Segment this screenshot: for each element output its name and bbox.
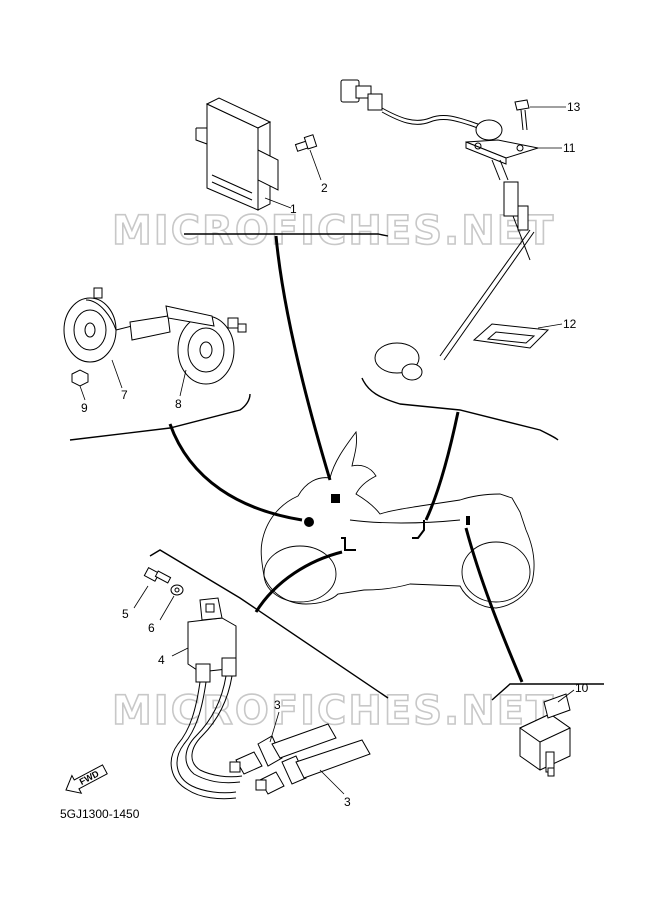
callout-11: 11 [563, 141, 576, 155]
watermark-upper: MICROFICHES.NET [112, 208, 555, 254]
plug-cap-part-3-lower[interactable] [255, 739, 371, 795]
horn-part-7[interactable] [63, 287, 171, 363]
relay-link-line [464, 527, 524, 683]
ecu-link-line [274, 235, 332, 481]
screw-part-2[interactable] [294, 134, 318, 152]
relay-part-10[interactable] [519, 693, 571, 777]
horn-group: 9 7 8 [63, 287, 251, 441]
callout-3-lower: 3 [344, 795, 351, 809]
bolt-part-13[interactable] [514, 99, 530, 131]
fuel-sender-connector[interactable] [340, 79, 479, 129]
callout-7: 7 [121, 388, 128, 402]
watermark-lower: MICROFICHES.NET [112, 688, 555, 734]
horn-link-line [168, 423, 303, 522]
callout-8: 8 [175, 397, 182, 411]
ignition-coil-part-4[interactable] [170, 597, 243, 800]
ignition-coil-location-marker [341, 537, 356, 551]
callout-12: 12 [563, 317, 577, 331]
motorcycle-silhouette [260, 430, 535, 609]
callout-3-upper: 3 [274, 698, 281, 712]
callout-13: 13 [567, 100, 581, 114]
fuel-sender-link-line [424, 411, 460, 521]
plug-cap-part-3-upper[interactable] [229, 723, 337, 775]
ignition-coil-link-line [254, 550, 343, 613]
callout-9: 9 [81, 401, 88, 415]
callout-10: 10 [575, 681, 589, 695]
relay-group: 10 [491, 681, 604, 777]
fuel-sender-part-11[interactable] [374, 119, 539, 381]
callout-1: 1 [290, 202, 297, 216]
forward-arrow-icon: FWD [65, 764, 108, 794]
relay-location-marker [466, 516, 470, 525]
nut-part-9[interactable] [71, 369, 89, 387]
horn-location-marker [304, 517, 314, 527]
horn-part-8[interactable] [165, 305, 247, 385]
screw-part-5[interactable] [143, 566, 172, 584]
callout-5: 5 [122, 607, 129, 621]
fuel-sender-location-marker [412, 520, 425, 539]
ecu-location-marker [331, 494, 340, 503]
ignition-coil-group: 5 6 4 [122, 549, 389, 809]
gasket-part-12[interactable] [472, 323, 550, 349]
ecu-group: 2 1 [184, 97, 389, 237]
washer-part-6[interactable] [170, 584, 184, 596]
callout-2: 2 [321, 181, 328, 195]
callout-6: 6 [148, 621, 155, 635]
fuel-sender-group: 13 11 12 [340, 79, 581, 441]
diagram-code: 5GJ1300-1450 [60, 807, 140, 821]
callout-4: 4 [158, 653, 165, 667]
ecu-unit-part-1[interactable] [195, 97, 279, 211]
